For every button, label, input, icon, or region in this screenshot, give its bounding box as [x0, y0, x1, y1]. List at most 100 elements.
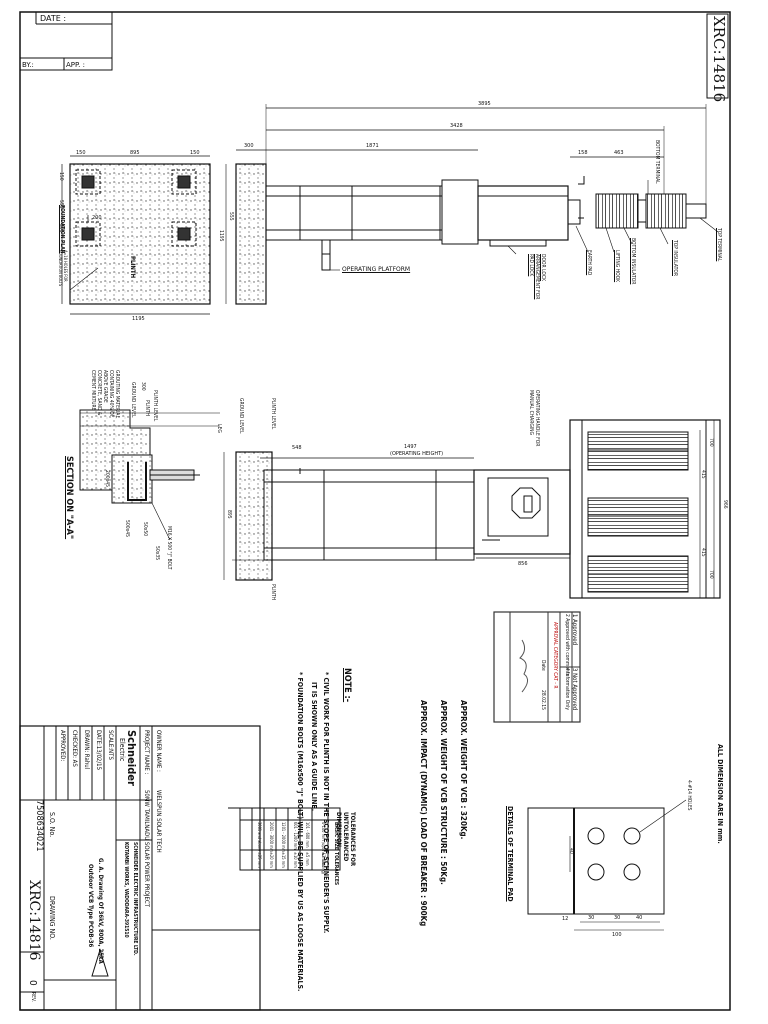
tol-row-4-size: 1201 - 2000 mm: [281, 822, 286, 853]
tp-dim-30a: 30: [588, 915, 595, 921]
foundation-plan: [61, 155, 211, 315]
weight-vcb: APPROX. WEIGHT OF VCB : 320Kg.: [459, 700, 468, 840]
plan-dim-5: 895: [58, 224, 64, 233]
tol-row-6-tol: ±25 mm: [257, 852, 262, 868]
label-earth-pad: EARTH PAD: [586, 250, 592, 276]
note-line-2: IT IS SHOWN ONLY AS A GUIDE LINE.: [310, 682, 318, 812]
all-dimensions-note: ALL DIMENSION ARE IN mm.: [716, 744, 724, 844]
tp-dim-40a: 40: [568, 848, 574, 854]
be-dim-856: 856: [518, 561, 528, 567]
be-side-dim-1: 700: [708, 438, 714, 447]
sec-dim-3: 500x45: [124, 520, 130, 537]
label-top-terminal: TOP TERMINAL: [716, 228, 722, 262]
be-side-dim-5: 700: [708, 570, 714, 579]
sec-grouting: GROUTING MATERIAL CONTAINING 40% OF ABOV…: [90, 370, 120, 418]
label-top-insulator: TOP INSULATOR: [672, 240, 678, 276]
stamp-date-label: Date: [540, 660, 546, 671]
so-label: S.O. No.: [48, 812, 56, 838]
stamp-option-1: 1 Approved: [571, 614, 578, 646]
plan-dim-2: 895: [130, 150, 140, 156]
plan-dim-4: 1195: [132, 316, 145, 322]
company-logo: [91, 948, 109, 977]
be-side-dim-4: 415: [700, 548, 706, 557]
tol-row-1-size: 0-100 mm (upto & including): [321, 822, 326, 875]
plan-dim-8: 200: [92, 215, 102, 221]
approval-stamp: [493, 611, 581, 723]
label-lifting-hook: LIFTING HOOK: [614, 250, 620, 283]
be-plinth-level: PLINTH LEVEL: [270, 398, 276, 430]
revision-block: [19, 11, 113, 71]
stamp-option-3: 3 Not Approved: [571, 668, 578, 711]
tol-head-tol: TOLERANCES: [333, 852, 339, 886]
rev-label: REV.: [30, 992, 36, 1002]
owner-name: WELSPUN SOLAR TECH: [155, 790, 162, 853]
tol-row-1-tol: ±2 mm: [321, 852, 326, 866]
be-handle-label: OPERATING HANDLE FOR MANUAL CHARGING: [528, 390, 540, 447]
rev-value: 0: [27, 980, 38, 986]
dim-300: 300: [244, 143, 254, 149]
drawing-title: G. A. Drawing Of 36kV, 800A, 25kA: [97, 858, 104, 964]
be-side-dim-3: 966: [722, 500, 728, 509]
weight-impact: APPROX. IMPACT (DYNAMIC) LOAD OF BREAKER…: [419, 700, 428, 927]
tol-row-5-tol: ±20 mm: [269, 852, 274, 868]
be-operating-height: (OPERATING HEIGHT): [390, 451, 444, 457]
dim-555: 555: [228, 212, 234, 221]
section-aa: [79, 409, 220, 541]
tol-row-3-size: 601 - 1200 mm: [293, 822, 298, 850]
by-label: BY.:: [22, 61, 34, 69]
so-number: 7508634021: [34, 800, 44, 852]
scale: SCALE:NTS: [107, 730, 114, 760]
be-ground-level: GROUND LEVEL: [238, 398, 244, 434]
sec-300: 300: [140, 382, 146, 391]
tol-row-4-tol: ±15 mm: [281, 852, 286, 868]
brand-sub: Electric: [118, 738, 126, 762]
dim-1871: 1871: [366, 143, 379, 149]
approved-by: APPROVED:: [59, 730, 66, 762]
tol-row-2-size: 101 - 600 mm: [305, 822, 310, 848]
corner-drawing-number: XRC:14816: [710, 16, 728, 103]
elevation-top: [225, 104, 719, 305]
be-plinth: PLINTH: [270, 584, 276, 601]
plan-dim-6: 150: [58, 172, 64, 181]
sec-leg: LEG: [216, 424, 222, 433]
tp-dim-100: 100: [612, 932, 622, 938]
section-title: SECTION ON "A-A": [64, 456, 74, 540]
be-dim-548: 548: [292, 445, 302, 451]
date: DATE:13/02/15: [95, 730, 102, 771]
weight-structure: APPROX. WEIGHT OF VCB STRUCTURE : 50Kg.: [439, 700, 448, 885]
tol-row-5-size: 2001 - 3000 mm: [269, 822, 274, 853]
project-name: 50MW TAMILNADU SOLAR POWER PROJECT: [143, 790, 150, 907]
checked-by: CHECKED: AS: [71, 730, 78, 767]
drawn-by: DRAWN: Rahul: [83, 730, 90, 770]
plan-dim-1: 150: [76, 150, 86, 156]
sec-ground-level: GROUND LEVEL: [130, 382, 136, 418]
sec-dim-2: 50x50: [142, 522, 148, 537]
label-bottom-insulator: BOTTOM INSULATOR: [630, 238, 636, 285]
dwg-number: XRC:14816: [26, 880, 42, 961]
sec-plinth: PLINTH: [144, 400, 150, 417]
tol-row-3-tol: ±10 mm: [293, 852, 298, 868]
project-label: PROJECT NAME :: [143, 730, 150, 775]
title-block-frame: [19, 725, 341, 1011]
be-side-dim-2: 415: [700, 470, 706, 479]
stamp-date: 28.02.15: [540, 690, 546, 711]
be-dim-895: 895: [226, 510, 232, 519]
note-title: NOTE :-: [342, 668, 352, 703]
tol-head-basic: BASIC SIZE: [333, 822, 339, 850]
tp-dim-40b: 40: [636, 915, 643, 921]
tp-holes: 4-#14 HOLES: [686, 780, 692, 811]
plan-holes-note: 4=18 HOLES FOR FOUNDATION BOLTS: [58, 250, 68, 287]
plan-dim-3: 150: [190, 150, 200, 156]
be-dim-1497: 1497: [404, 444, 417, 450]
stamp-option-2: 2 Approved with comments: [564, 614, 570, 676]
label-bottom-terminal: BOTTOM TERMINAL: [654, 140, 660, 184]
sec-dim-4: 50x35: [154, 546, 160, 561]
dim-3895: 3895: [478, 101, 491, 107]
terminal-pad: [527, 799, 687, 931]
tol-row-2-tol: ±5 mm: [305, 852, 310, 866]
sec-j-bolt: M16 X 500 "J" BOLT: [166, 526, 172, 570]
terminal-pad-title: DETAILS OF TERMINAL PAD: [506, 806, 514, 902]
dim-463: 463: [614, 150, 624, 156]
dim-3428: 3428: [450, 123, 463, 129]
